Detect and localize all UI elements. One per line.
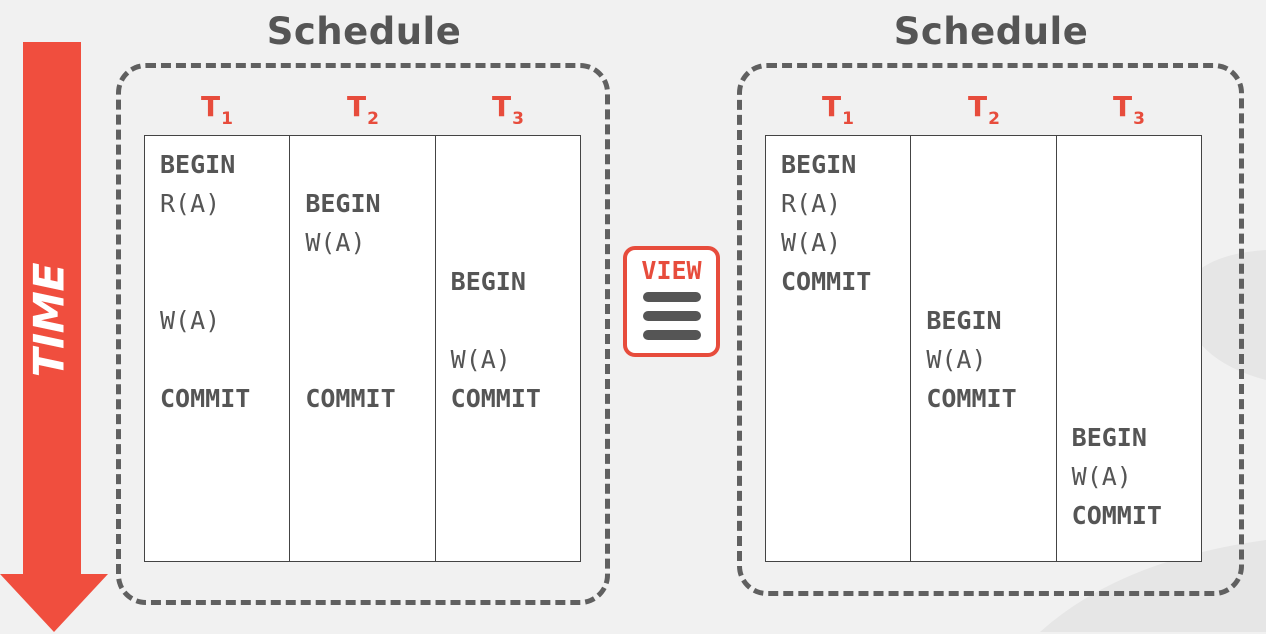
operation-ra: R(A) [781,189,842,218]
schedule-grid: BEGIN R(A) W(A) COMMIT BEGIN W(A) COMMIT BEGI… [765,135,1202,562]
schedule-frame [116,63,610,605]
operation-commit: COMMIT [305,384,396,413]
equivalence-icon [643,292,701,302]
equivalence-icon [643,311,701,321]
equivalence-icon [643,330,701,340]
operation-begin: BEGIN [305,189,381,218]
txn-header-t3: T3 [492,90,524,129]
txn-column-t2: BEGIN W(A) COMMIT [290,136,436,561]
txn-header-t2: T2 [968,90,1000,129]
txn-header-t1: T1 [201,90,233,129]
txn-column-t2: BEGIN W(A) COMMIT [911,136,1057,561]
txn-column-t1: BEGIN R(A) W(A) COMMIT [145,136,291,561]
operation-begin: BEGIN [450,267,526,296]
schedule-left: Schedule T1 T2 T3 BEGIN R(A) W(A) COMMIT BE… [116,0,612,632]
operation-begin: BEGIN [160,150,236,179]
view-label: VIEW [641,256,702,285]
operation-wa: W(A) [781,228,842,257]
operation-begin: BEGIN [926,306,1002,335]
time-arrow: TIME [0,42,108,632]
schedule-title: Schedule [893,10,1089,53]
schedule-title: Schedule [266,10,462,53]
txn-column-t1: BEGIN R(A) W(A) COMMIT [766,136,912,561]
txn-column-t3: BEGIN W(A) COMMIT [436,136,580,561]
operation-ra: R(A) [160,189,221,218]
txn-header-t2: T2 [347,90,379,129]
schedule-grid: BEGIN R(A) W(A) COMMIT BEGIN W(A) COMMIT BEGI… [144,135,581,562]
operation-begin: BEGIN [781,150,857,179]
txn-header-t1: T1 [822,90,854,129]
operation-commit: COMMIT [450,384,541,413]
txn-header-t3: T3 [1113,90,1145,129]
operation-commit: COMMIT [1071,501,1162,530]
operation-wa: W(A) [926,345,987,374]
operation-commit: COMMIT [926,384,1017,413]
schedule-right: Schedule T1 T2 T3 BEGIN R(A) W(A) COMMIT BE… [737,0,1245,632]
schedule-frame [737,63,1244,596]
time-label: TIME [26,258,74,383]
operation-wa: W(A) [450,345,511,374]
operation-wa: W(A) [305,228,366,257]
operation-begin: BEGIN [1071,423,1147,452]
view-equivalence-button[interactable]: VIEW [623,246,720,357]
operation-commit: COMMIT [160,384,251,413]
operation-commit: COMMIT [781,267,872,296]
operation-wa: W(A) [1071,462,1132,491]
txn-column-t3: BEGIN W(A) COMMIT [1057,136,1201,561]
operation-wa: W(A) [160,306,221,335]
